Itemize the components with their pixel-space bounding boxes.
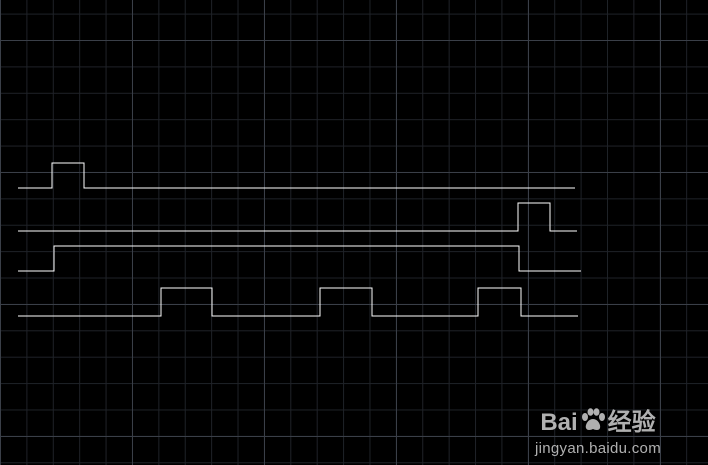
brand-text-right: 经验 — [607, 409, 656, 436]
baidu-jingyan-watermark: Bai 经验 jingyan.baidu.com — [528, 408, 668, 457]
signal-1-pulse-left — [18, 162, 575, 189]
watermark-url: jingyan.baidu.com — [534, 440, 661, 457]
baidu-paw-icon — [580, 408, 606, 438]
signal-2-pulse-right — [18, 202, 577, 232]
signal-4-periodic-pulses — [18, 287, 578, 317]
brand-text-left: Bai — [540, 409, 578, 436]
watermark-brand: Bai 经验 — [528, 408, 668, 438]
signal-3-long-high — [18, 245, 581, 272]
